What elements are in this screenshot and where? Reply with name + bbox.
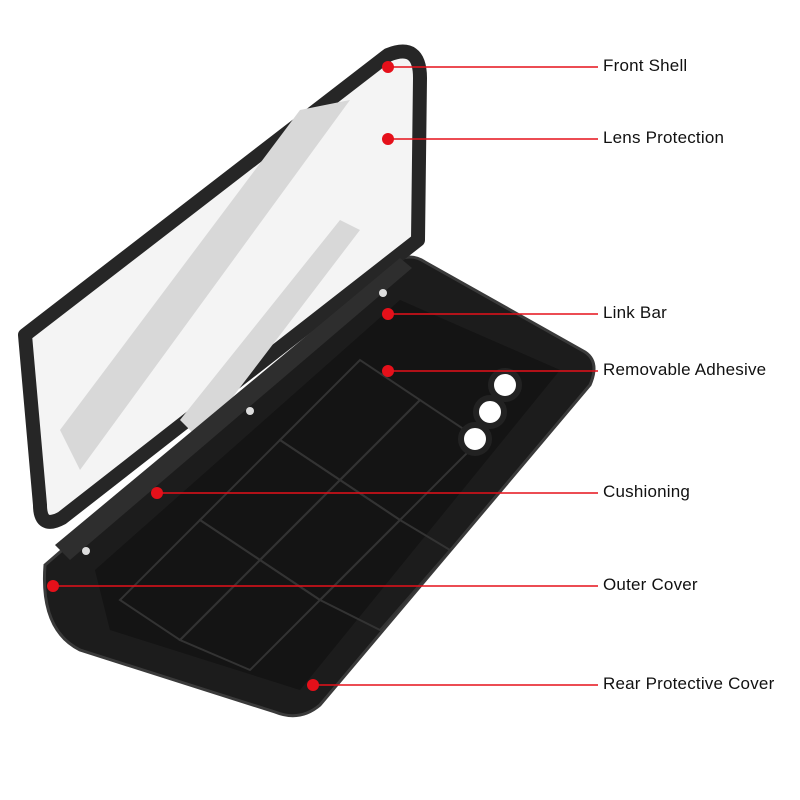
callout-dot <box>382 365 394 377</box>
callout-dot <box>151 487 163 499</box>
glass-reflection <box>60 100 360 470</box>
callout-label: Front Shell <box>603 56 688 75</box>
callout-label: Rear Protective Cover <box>603 674 775 693</box>
callout-label: Removable Adhesive <box>603 360 767 379</box>
callout-dot <box>382 133 394 145</box>
callout-dot <box>382 61 394 73</box>
callout-label: Link Bar <box>603 303 667 322</box>
callout-dot <box>382 308 394 320</box>
callout-dot <box>47 580 59 592</box>
rear-case-inner <box>95 300 560 690</box>
callout-label: Outer Cover <box>603 575 698 594</box>
callout-dot <box>307 679 319 691</box>
diamond-pattern <box>118 358 482 672</box>
screws <box>82 289 387 555</box>
callout-lines <box>47 61 598 691</box>
callout-label: Cushioning <box>603 482 691 501</box>
callout-label: Lens Protection <box>603 128 725 147</box>
hinge-bar <box>55 258 412 560</box>
